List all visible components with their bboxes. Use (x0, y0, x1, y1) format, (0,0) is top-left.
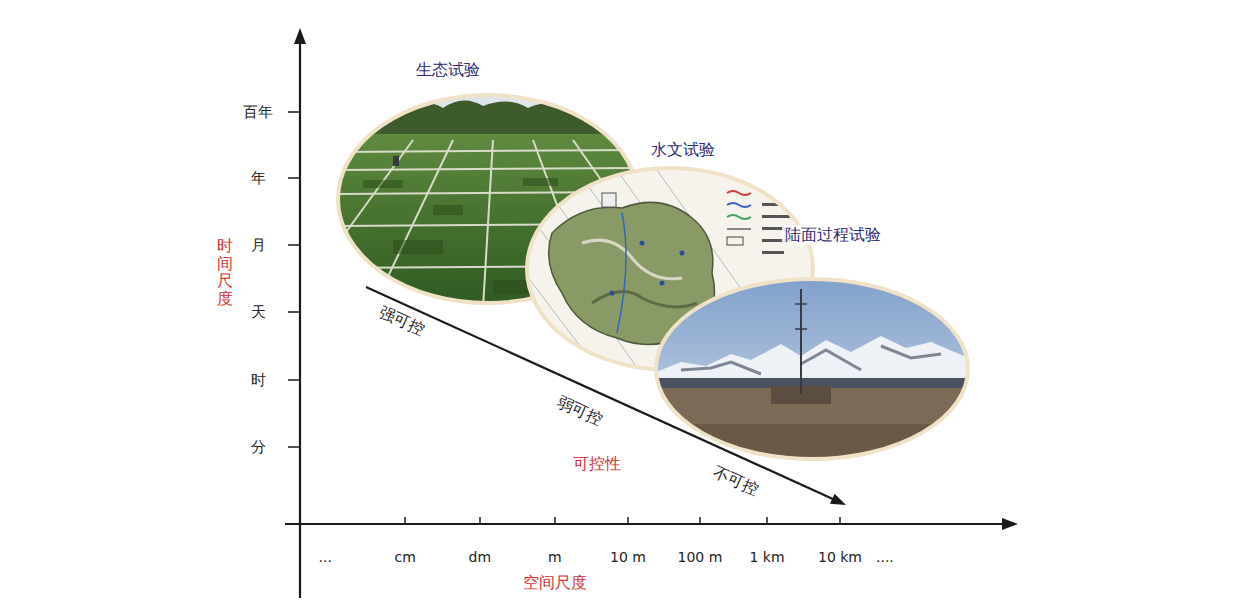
control-level: 强可控 (376, 302, 428, 339)
time-tick: 百年 (243, 103, 273, 121)
control-level: 不可控 (710, 462, 762, 499)
axis-title: 时间尺度 (217, 237, 233, 307)
space-tick: m (548, 549, 562, 566)
illustration-part (288, 111, 300, 113)
illustration-part (288, 446, 300, 448)
time-axis (288, 28, 306, 598)
space-tick: 10 km (818, 549, 862, 566)
space-tick: 1 km (750, 549, 785, 566)
illustration-part (288, 379, 300, 381)
illustration-part (404, 517, 406, 524)
illustration-part (839, 517, 841, 524)
axis-title: 可控性 (573, 454, 621, 473)
illustration-part (627, 517, 629, 524)
space-tick: dm (469, 549, 492, 566)
experiment-title: 水文试验 (648, 140, 718, 161)
illustration-part (830, 494, 846, 505)
experiment-title: 陆面过程试验 (782, 225, 884, 246)
illustration-part (294, 28, 306, 44)
land-surface-experiment: 陆面过程试验 (651, 274, 973, 464)
illustration-part (1002, 518, 1018, 530)
illustration-part (288, 177, 300, 179)
illustration-part (299, 42, 301, 598)
illustration-part (288, 244, 300, 246)
space-tick: .... (876, 549, 894, 566)
experiment-title: 生态试验 (413, 60, 483, 81)
control-level: 弱可控 (554, 392, 606, 429)
illustration-part (766, 517, 768, 524)
time-tick: 时 (251, 371, 266, 389)
photo-illustration (651, 274, 973, 464)
space-tick: 10 m (610, 549, 646, 566)
illustration-part (699, 517, 701, 524)
space-axis (285, 517, 1018, 530)
time-tick: 天 (251, 303, 266, 321)
space-tick: cm (395, 549, 416, 566)
time-tick: 年 (251, 169, 266, 187)
axis-title: 空间尺度 (523, 573, 587, 592)
illustration-part (285, 523, 1004, 525)
illustration-part (479, 517, 481, 524)
illustration-part (288, 311, 300, 313)
space-tick: 100 m (678, 549, 723, 566)
illustration-part (554, 517, 556, 524)
time-tick: 分 (251, 438, 266, 456)
space-tick: ... (319, 549, 332, 566)
time-tick: 月 (251, 236, 266, 254)
photo-ellipse (651, 274, 973, 464)
